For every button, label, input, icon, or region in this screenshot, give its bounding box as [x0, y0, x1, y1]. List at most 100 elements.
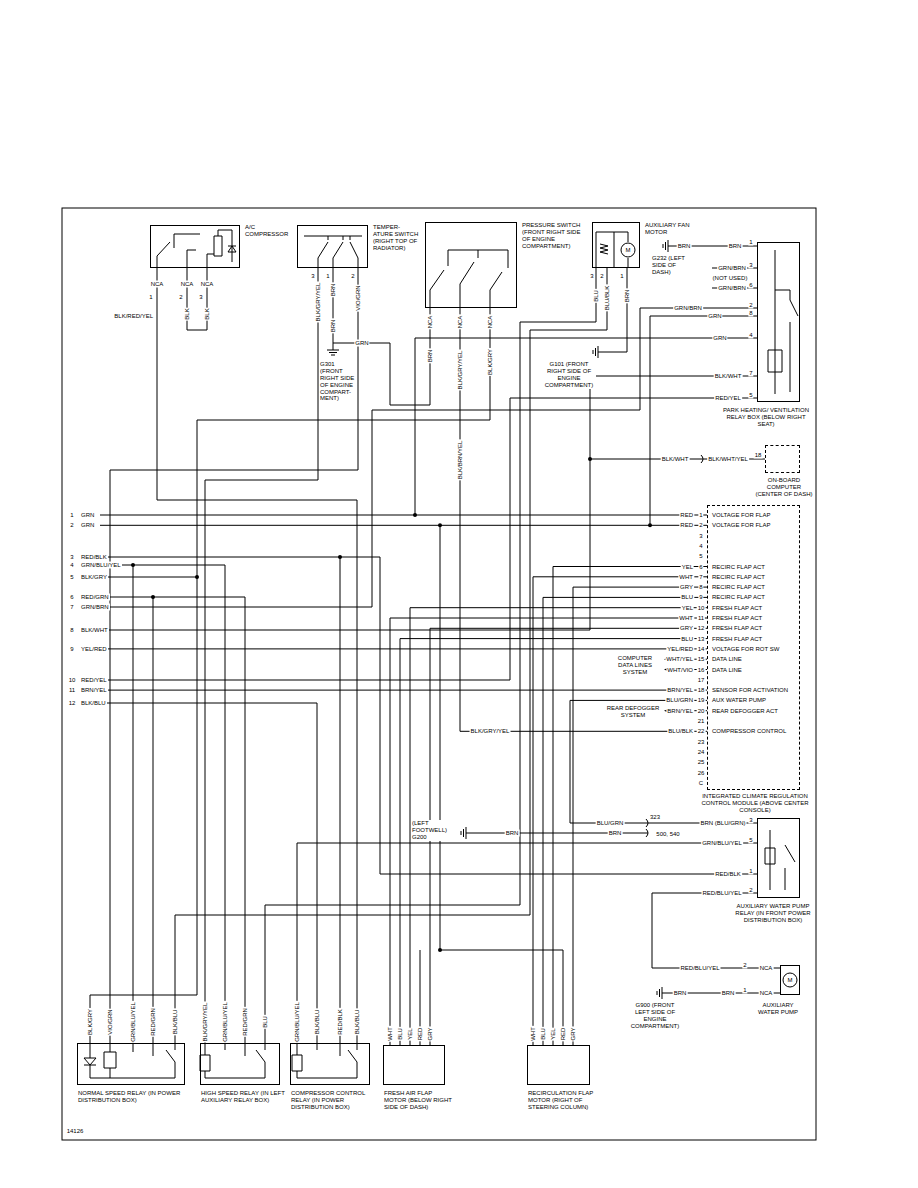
wire-label: 8 [748, 310, 753, 317]
relay-symbol [292, 1043, 357, 1078]
component-name: A/C COMPRESSOR [245, 224, 291, 238]
wire-label: COMPRESSOR CONTROL [711, 728, 787, 735]
wire-connector [410, 608, 707, 1045]
ground-symbol [461, 827, 466, 839]
wire-label: 8 [698, 584, 703, 591]
wire-label: BRN [427, 349, 434, 364]
wire-label: VIO/GRN [107, 1008, 114, 1035]
wire-label: 2 [748, 302, 753, 309]
wire-label: GRN [80, 522, 95, 529]
wire-label: 9 [698, 594, 703, 601]
component-box: ON-BOARD COMPUTER (CENTER OF DASH) [765, 445, 800, 473]
wire-label: 1 [742, 987, 747, 994]
wire-label: 3 [69, 554, 74, 561]
wire-label: YEL [681, 563, 694, 570]
wire-label: BLU/BLK [667, 728, 694, 735]
wire-label: 12 [68, 700, 77, 707]
wire-label: BRN [673, 990, 688, 997]
junction-dot [648, 523, 652, 527]
connector-symbol [646, 455, 703, 837]
wire-label: 20 [697, 707, 706, 714]
wire-label: GRN/BRN [717, 285, 747, 292]
wire-label: G101 (FRONT RIGHT SIDE OF ENGINE COMPART… [542, 361, 596, 389]
wire-label: (NOT USED) [712, 275, 749, 282]
wire-label: FRESH FLAP ACT [711, 604, 763, 611]
wire-connector [205, 268, 318, 1043]
wire-label: NCA [150, 281, 165, 288]
wire-label: 4 [698, 542, 703, 549]
wire-label: BLK/WHT [661, 456, 690, 463]
wire-label: BLU [540, 1027, 547, 1041]
wire-label: BLK/GRY/YEL [315, 282, 322, 323]
wire [543, 597, 707, 1045]
wire-label: 5 [69, 574, 74, 581]
resistor-symbol [596, 232, 628, 268]
component-name: AUXILIARY WATER PUMP RELAY (IN FRONT POW… [733, 903, 813, 924]
component-name: TEMPER- ATURE SWITCH (RIGHT TOP OF RADIA… [373, 224, 421, 252]
component-name: ON-BOARD COMPUTER (CENTER OF DASH) [755, 477, 813, 498]
wire [573, 587, 707, 1045]
wire-label: RED/BLK [337, 1008, 344, 1036]
relay-symbol [768, 250, 798, 394]
wire [100, 703, 317, 1043]
component-box: TEMPER- ATURE SWITCH (RIGHT TOP OF RADIA… [297, 225, 368, 268]
junction-dot [338, 555, 342, 559]
relay-symbol [200, 1043, 265, 1078]
wire-label: BRN/YEL [666, 707, 694, 714]
wire-label: BLK/GRY [87, 1008, 94, 1036]
wire-label: GRN/BLU/YEL [294, 1001, 301, 1043]
wire-label: 2 [178, 294, 183, 301]
wire-label: BLU/BLK [604, 285, 611, 312]
wire-label: 24 [697, 748, 706, 755]
wire-label: NCA [427, 315, 434, 330]
wire-label: 22 [697, 728, 706, 735]
wire-label: RECIRC FLAP ACT [711, 573, 766, 580]
wire-label: GRN/BLU/YEL [130, 1001, 137, 1043]
wire-label: GRY [427, 1027, 434, 1042]
wire-label: 5 [748, 392, 753, 399]
wire-label: FRESH FLAP ACT [711, 615, 763, 622]
wire-label: BRN [608, 830, 623, 837]
wire-label: 3 [589, 273, 594, 280]
wire-label: VIO/GRN [355, 284, 362, 311]
wire-label: 1 [325, 273, 330, 280]
wire-label: 18 [697, 687, 706, 694]
wire-label: 2 [742, 962, 747, 969]
wire-label: FRESH FLAP ACT [711, 635, 763, 642]
wire-label: G900 (FRONT LEFT SIDE OF ENGINE COMPARTM… [628, 1002, 682, 1030]
wire-label: 1 [748, 239, 753, 246]
wire-label: WHT [678, 615, 694, 622]
wire-label: RED/GRN [242, 1007, 249, 1037]
wire-label: 3 [748, 817, 753, 824]
wire-label: FRESH FLAP ACT [711, 625, 763, 632]
wire-label: 13 [697, 635, 706, 642]
wire [100, 565, 225, 1043]
wire-label: 23 [697, 738, 706, 745]
wire-label: GRN/BRN [673, 305, 703, 312]
relay-symbol [765, 830, 795, 890]
wire [100, 515, 707, 516]
wire-label: RED [679, 512, 694, 519]
wire-label: 9 [69, 645, 74, 652]
component-name: PARK HEATING/ VENTILATION RELAY BOX (BEL… [721, 407, 811, 428]
wire-label: NCA [180, 281, 195, 288]
wire-label: 7 [698, 573, 703, 580]
component-name: INTEGRATED CLIMATE REGULATION CONTROL MO… [697, 793, 813, 814]
wire-connector [90, 308, 490, 1043]
wire-label: VOLTAGE FOR FLAP [711, 522, 771, 529]
wire [133, 565, 134, 1043]
wire-connector [157, 268, 357, 1043]
wire-label: BLK/BLU [314, 1009, 321, 1036]
wire [100, 308, 757, 607]
wire-label: 25 [697, 759, 706, 766]
wire-label: NCA [759, 965, 774, 972]
wire-label: 19 [697, 697, 706, 704]
wire-label: 15 [697, 656, 706, 663]
component-name: AUXILIARY WATER PUMP [753, 1002, 803, 1016]
wire-label: BLK/WHT [714, 373, 743, 380]
component-box: COMPRESSOR CONTROL RELAY (IN POWER DISTR… [290, 1043, 370, 1085]
wire-label: RED/BLU/YEL [701, 890, 742, 897]
component-name: FRESH AIR FLAP MOTOR (BELOW RIGHT SIDE O… [384, 1090, 456, 1111]
wire-label: C [698, 779, 704, 786]
wire-label: BLK/BLU [172, 1009, 179, 1036]
